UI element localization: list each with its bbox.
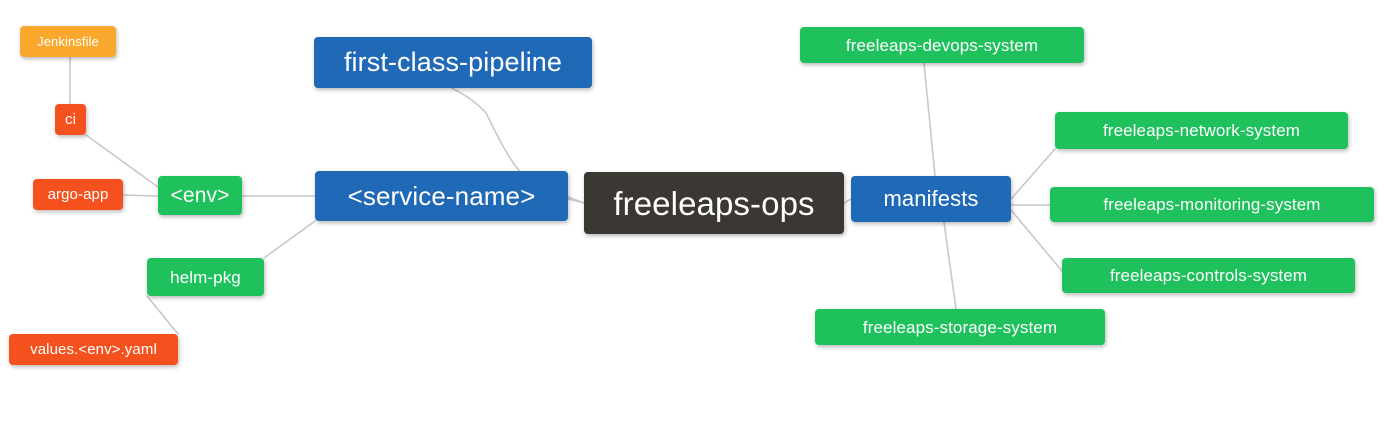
mindmap-node-label: <env> xyxy=(170,184,230,207)
edge-helm-pkg-to-values-env-yaml xyxy=(146,295,179,335)
mindmap-node-label: freeleaps-ops xyxy=(613,184,815,222)
mindmap-node-argo-app[interactable]: argo-app xyxy=(33,179,123,210)
mindmap-node-label: freeleaps-monitoring-system xyxy=(1103,195,1321,214)
mindmap-node-label: manifests xyxy=(883,186,979,211)
edge-freeleaps-ops-to-manifests xyxy=(843,198,852,204)
mindmap-node-freeleaps-ops[interactable]: freeleaps-ops xyxy=(584,172,844,234)
mindmap-node-values-env-yaml[interactable]: values.<env>.yaml xyxy=(9,334,178,365)
mindmap-node-freeleaps-monitoring-system[interactable]: freeleaps-monitoring-system xyxy=(1050,187,1374,222)
edge-manifests-to-freeleaps-devops-system xyxy=(923,62,936,177)
mindmap-node-service-name[interactable]: <service-name> xyxy=(315,171,568,221)
mindmap-node-label: argo-app xyxy=(47,186,109,203)
mindmap-node-freeleaps-storage-system[interactable]: freeleaps-storage-system xyxy=(815,309,1105,345)
mindmap-node-helm-pkg[interactable]: helm-pkg xyxy=(147,258,264,296)
mindmap-node-label: Jenkinsfile xyxy=(37,34,99,49)
mindmap-node-label: ci xyxy=(64,111,77,128)
mindmap-node-freeleaps-network-system[interactable]: freeleaps-network-system xyxy=(1055,112,1348,149)
mindmap-node-label: freeleaps-controls-system xyxy=(1109,266,1308,285)
mindmap-node-freeleaps-controls-system[interactable]: freeleaps-controls-system xyxy=(1062,258,1355,293)
mindmap-node-ci[interactable]: ci xyxy=(55,104,86,135)
mindmap-node-label: values.<env>.yaml xyxy=(30,341,157,358)
mindmap-node-freeleaps-devops-system[interactable]: freeleaps-devops-system xyxy=(800,27,1084,63)
edge-manifests-to-freeleaps-network-system xyxy=(1010,148,1056,200)
mindmap-node-label: freeleaps-network-system xyxy=(1102,121,1301,140)
edge-freeleaps-ops-to-service-name xyxy=(567,195,585,204)
edge-service-name-to-helm-pkg xyxy=(263,220,316,259)
mindmap-node-label: freeleaps-devops-system xyxy=(845,35,1039,55)
mindmap-node-label: freeleaps-storage-system xyxy=(862,317,1058,337)
edge-manifests-to-freeleaps-storage-system xyxy=(943,221,957,310)
mindmap-node-label: helm-pkg xyxy=(170,267,241,287)
mindmap-node-label: first-class-pipeline xyxy=(343,47,563,77)
mindmap-node-jenkinsfile[interactable]: Jenkinsfile xyxy=(20,26,116,57)
mindmap-node-manifests[interactable]: manifests xyxy=(851,176,1011,222)
mindmap-node-label: <service-name> xyxy=(347,181,536,211)
edge-env-to-argo-app xyxy=(122,194,159,197)
mindmap-node-env[interactable]: <env> xyxy=(158,176,242,215)
mindmap-node-first-class-pipeline[interactable]: first-class-pipeline xyxy=(314,37,592,88)
